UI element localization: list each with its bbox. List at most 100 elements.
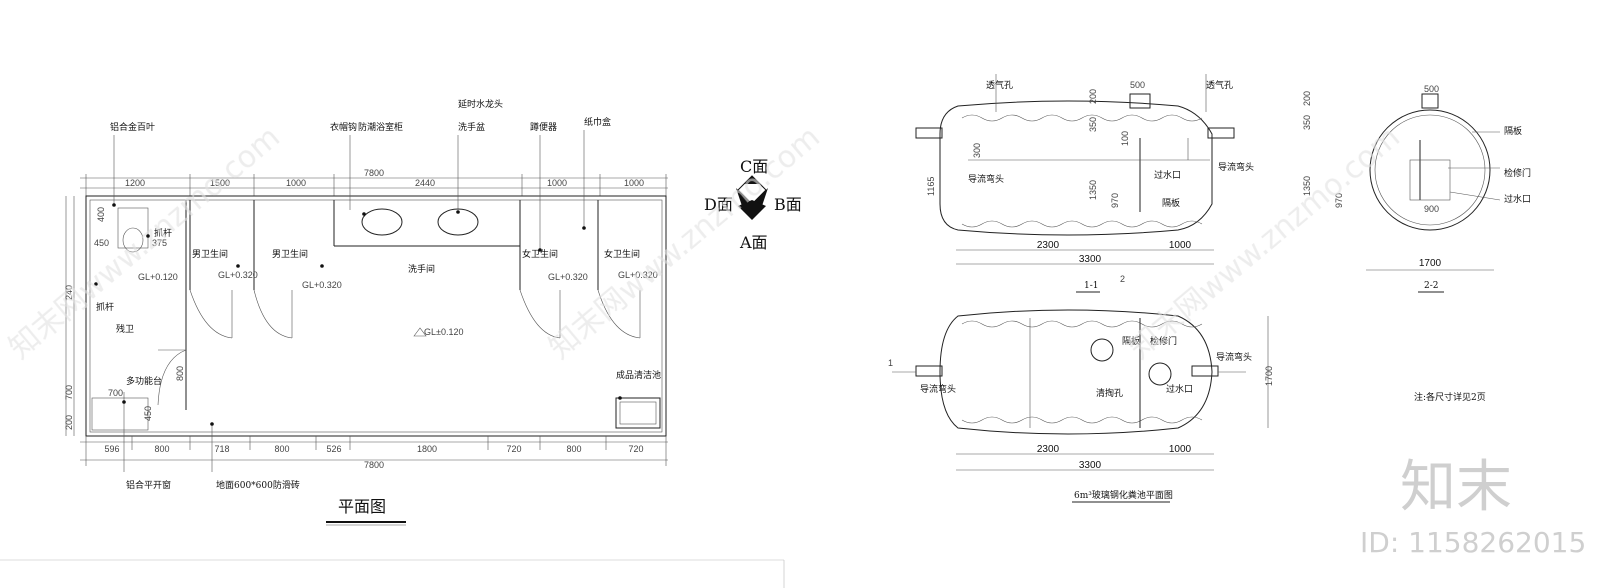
- dim-v-300: 300: [972, 143, 982, 158]
- dim-v-200-b: 200: [1302, 91, 1312, 106]
- level-1: GL+0.120: [138, 272, 178, 282]
- dim-v-1350-b: 1350: [1302, 176, 1312, 196]
- cut-mark-2: 2: [1120, 274, 1125, 284]
- tank-note: 注:各尺寸详见2页: [1414, 391, 1486, 403]
- room-accessible: 残卫: [116, 323, 134, 335]
- vent-2: 透气孔: [1206, 79, 1233, 91]
- label-window: 铝合平开窗: [126, 479, 171, 491]
- room-women-2: 女卫生间: [604, 248, 640, 260]
- dim-top-4: 2440: [415, 178, 435, 188]
- dim-inner-1: 700: [108, 388, 123, 398]
- face-a: A面: [739, 233, 768, 252]
- level-3: GL+0.320: [302, 280, 342, 290]
- dim-bottom-7: 720: [506, 444, 521, 454]
- dim-2300: 2300: [1037, 240, 1060, 251]
- dim-v-1350: 1350: [1088, 180, 1098, 200]
- section-2-2: 500 200 350 1350 970 隔板 检修门 过水口 900 1700…: [1302, 84, 1531, 293]
- dim-v-970: 970: [1110, 193, 1120, 208]
- plan-title: 平面图: [338, 497, 386, 516]
- septic-tank-plan: 1700 隔板 检修门 导流弯头 导流弯头 清掏孔 过水口 1 2 2300 1…: [888, 274, 1486, 503]
- dim-top-6: 1000: [624, 178, 644, 188]
- section-1-1: 透气孔 透气孔 500 200 350 300 100 1350 970 116…: [915, 74, 1254, 293]
- dim-top-5: 1000: [547, 178, 567, 188]
- tank-plan-title: 6m³玻璃钢化粪池平面图: [1074, 489, 1173, 501]
- vent-1: 透气孔: [986, 79, 1013, 91]
- dim-v-970-b: 970: [1334, 193, 1344, 208]
- dim-top-total: 7800: [364, 168, 384, 178]
- cut-mark-1: 1: [888, 358, 893, 368]
- dim-top-3: 1000: [286, 178, 306, 188]
- label-squat: 蹲便器: [530, 121, 557, 133]
- dim-3300: 3300: [1079, 254, 1102, 265]
- orientation-indicator: C面 D面 B面 A面: [704, 157, 802, 252]
- dim-top-2: 1500: [210, 178, 230, 188]
- label-multi-table: 多功能台: [126, 375, 162, 387]
- guide-elbow-2: 导流弯头: [1218, 161, 1254, 173]
- dim-bottom-2: 800: [154, 444, 169, 454]
- dim-3300-plan: 3300: [1079, 460, 1102, 471]
- level-2: GL+0.320: [218, 270, 258, 280]
- manhole-2: 检修门: [1504, 167, 1531, 179]
- partition-1: 隔板: [1162, 197, 1180, 209]
- label-mop-sink: 成品清洁池: [616, 369, 661, 381]
- dim-1700-plan: 1700: [1264, 366, 1274, 386]
- dim-left-5: 400: [96, 207, 106, 222]
- face-c: C面: [740, 157, 768, 176]
- level-4: GL±0.120: [424, 327, 463, 337]
- dim-bottom-8: 800: [566, 444, 581, 454]
- floor-plan: 7800 1200 1500 1000 2440 1000 1000: [64, 98, 668, 526]
- dim-inner-2: 800: [175, 366, 185, 381]
- clean-hole: 清掏孔: [1096, 387, 1123, 399]
- dim-1700-b: 1700: [1419, 258, 1442, 269]
- manhole-3: 检修门: [1150, 335, 1177, 347]
- dim-left-6: 375: [152, 238, 167, 248]
- room-men-1: 男卫生间: [192, 248, 228, 260]
- brand-logo: 知末: [1400, 455, 1512, 520]
- label-grab-bar-1: 抓杆: [154, 227, 172, 239]
- dim-bottom-9: 720: [628, 444, 643, 454]
- dim-bottom-6: 1800: [417, 444, 437, 454]
- overflow-1: 过水口: [1154, 169, 1181, 181]
- dim-1000: 1000: [1169, 240, 1192, 251]
- overflow-3: 过水口: [1166, 383, 1193, 395]
- room-wash: 洗手间: [408, 263, 435, 275]
- dim-top-500: 500: [1130, 80, 1145, 90]
- dim-top-500-b: 500: [1424, 84, 1439, 94]
- dim-v-350: 350: [1088, 117, 1098, 132]
- dim-1000-plan: 1000: [1169, 444, 1192, 455]
- dim-v-350-b: 350: [1302, 115, 1312, 130]
- dim-bottom-3: 718: [214, 444, 229, 454]
- level-6: GL+0.320: [618, 270, 658, 280]
- label-grab-bar-2: 抓杆: [96, 301, 114, 313]
- section-title-1-1: 1-1: [1084, 281, 1099, 291]
- level-5: GL+0.320: [548, 272, 588, 282]
- dim-left-1: 240: [64, 285, 74, 300]
- brand-id: ID: 1158262015: [1360, 526, 1586, 559]
- dim-inner-3: 450: [143, 406, 153, 421]
- label-cabinet: 防潮浴室柜: [358, 121, 403, 133]
- label-louver: 铝合金百叶: [110, 121, 155, 133]
- partition-3: 隔板: [1122, 335, 1140, 347]
- label-tissue: 纸巾盒: [584, 116, 611, 128]
- dim-height-1165: 1165: [926, 177, 936, 196]
- dim-bottom-total: 7800: [364, 460, 384, 470]
- dim-bottom-4: 800: [274, 444, 289, 454]
- face-b: B面: [774, 195, 802, 214]
- overflow-2: 过水口: [1504, 193, 1531, 205]
- dim-v-100: 100: [1120, 131, 1130, 146]
- dim-2300-plan: 2300: [1037, 444, 1060, 455]
- watermark-1: 知末网www.znzmo.com: [3, 120, 287, 366]
- room-women-1: 女卫生间: [522, 248, 558, 260]
- face-d: D面: [704, 195, 733, 214]
- dim-900: 900: [1424, 204, 1439, 214]
- watermark-2: 知末网www.znzmo.com: [543, 120, 827, 366]
- label-hook: 衣帽钩: [330, 121, 357, 133]
- label-floor: 地面600*600防滑砖: [216, 479, 300, 491]
- room-men-2: 男卫生间: [272, 248, 308, 260]
- dim-v-200: 200: [1088, 89, 1098, 104]
- guide-elbow-3: 导流弯头: [1216, 351, 1252, 363]
- dim-bottom-1: 596: [104, 444, 119, 454]
- label-faucet: 延时水龙头: [458, 98, 503, 110]
- section-title-2-2: 2-2: [1424, 281, 1439, 291]
